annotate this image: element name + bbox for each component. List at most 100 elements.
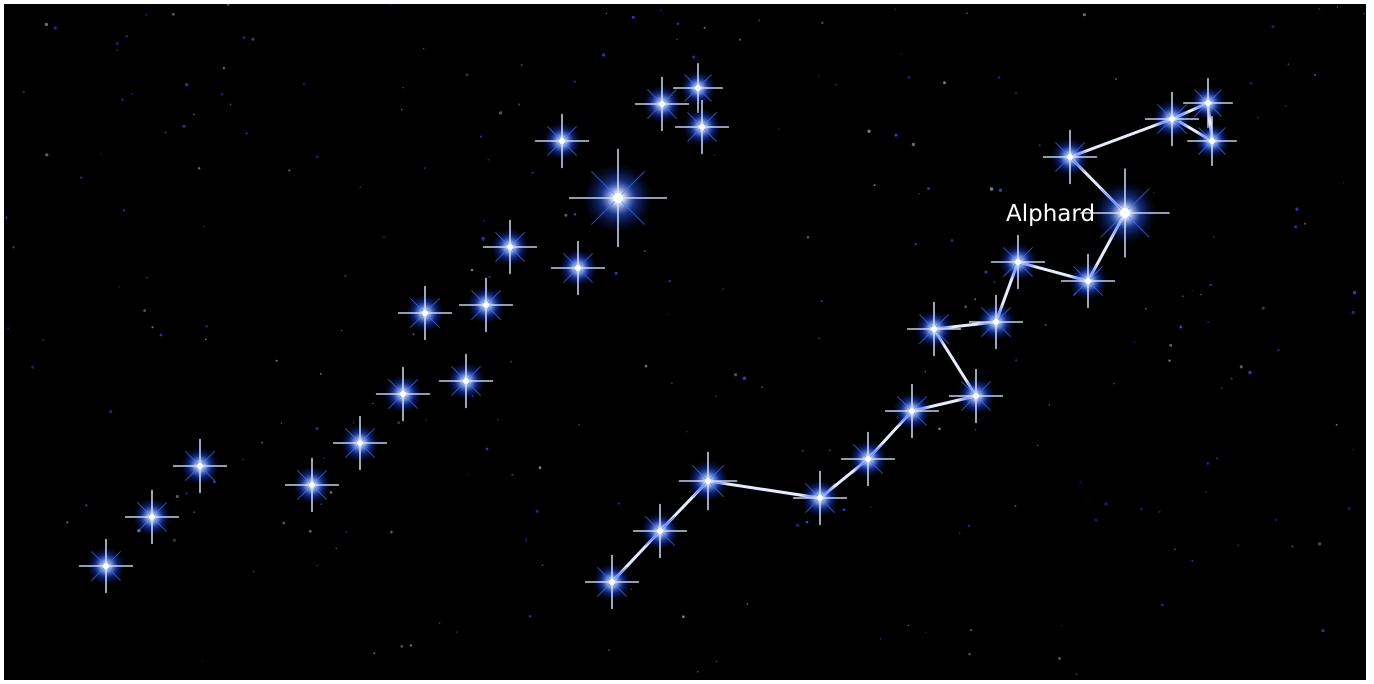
faint-star (118, 286, 119, 287)
faint-star (927, 187, 930, 190)
faint-star (401, 109, 403, 111)
faint-star (482, 240, 483, 241)
faint-star (1352, 311, 1355, 314)
faint-star (1104, 502, 1107, 505)
faint-star (1015, 92, 1017, 94)
faint-star (1140, 508, 1143, 511)
faint-star (669, 280, 671, 282)
faint-star (802, 450, 804, 452)
faint-star (1205, 491, 1206, 492)
faint-star (288, 169, 290, 171)
faint-star (521, 64, 523, 66)
faint-star (676, 38, 678, 40)
faint-star (618, 503, 620, 505)
faint-star (606, 13, 607, 14)
faint-star (1337, 7, 1338, 8)
faint-star (912, 143, 915, 146)
faint-star (518, 104, 520, 106)
faint-star (1321, 629, 1324, 632)
faint-star (499, 111, 502, 114)
faint-star (1168, 360, 1170, 362)
faint-star (6, 217, 8, 219)
faint-star (713, 154, 714, 155)
faint-star (242, 36, 245, 39)
faint-star (821, 22, 824, 25)
faint-star (529, 615, 532, 618)
faint-star (359, 187, 361, 189)
faint-star (54, 26, 57, 29)
faint-star (398, 422, 400, 424)
faint-star (316, 565, 318, 567)
faint-star (131, 94, 132, 95)
faint-star (7, 327, 9, 329)
faint-star (183, 125, 186, 128)
faint-star (66, 521, 68, 523)
faint-star (1295, 208, 1298, 211)
faint-star (1363, 13, 1364, 14)
faint-star (630, 588, 631, 589)
faint-star (758, 19, 760, 21)
faint-star (1153, 192, 1154, 193)
faint-star (173, 539, 176, 542)
faint-star (176, 495, 179, 498)
faint-star (276, 360, 278, 362)
faint-star (796, 524, 799, 527)
faint-star (1174, 549, 1175, 550)
faint-star (970, 629, 972, 631)
starfield-image: Alphard (4, 4, 1366, 680)
faint-star (1318, 8, 1320, 10)
faint-star (221, 93, 224, 96)
faint-star (1182, 295, 1184, 297)
faint-star (23, 91, 25, 93)
faint-star (185, 83, 188, 86)
faint-star (146, 277, 148, 279)
faint-star (1207, 321, 1209, 323)
faint-star (667, 313, 668, 314)
faint-star (160, 334, 163, 337)
faint-star (456, 631, 458, 633)
faint-star (1015, 359, 1017, 361)
faint-star (999, 189, 1002, 192)
faint-star (205, 325, 208, 328)
faint-star (439, 622, 441, 624)
faint-star (172, 13, 175, 16)
faint-star (1210, 284, 1212, 286)
faint-star (242, 459, 244, 461)
faint-star (1294, 225, 1297, 228)
faint-star (413, 333, 415, 335)
faint-star (261, 442, 263, 444)
faint-star (316, 427, 319, 430)
faint-star (1352, 449, 1354, 451)
faint-star (925, 631, 927, 633)
faint-star (251, 38, 254, 41)
faint-star (1139, 126, 1141, 128)
alphard-label: Alphard (1006, 201, 1095, 227)
faint-star (901, 54, 902, 55)
faint-star (1343, 182, 1344, 183)
faint-star (1250, 82, 1253, 85)
faint-star (821, 300, 823, 302)
faint-star (1192, 290, 1193, 291)
faint-star (644, 250, 646, 252)
faint-star (425, 419, 426, 420)
faint-star (1291, 546, 1293, 548)
faint-star (835, 84, 837, 86)
faint-star (608, 649, 610, 651)
faint-star (1049, 404, 1051, 406)
faint-star (31, 366, 34, 369)
faint-star (950, 239, 953, 242)
faint-star (938, 427, 941, 430)
faint-star (894, 134, 897, 137)
faint-star (1275, 519, 1277, 521)
faint-star (964, 305, 967, 308)
faint-star (807, 236, 810, 239)
faint-star (1240, 365, 1243, 368)
faint-star (959, 532, 961, 534)
faint-star (1015, 505, 1017, 507)
faint-star (1271, 25, 1274, 28)
faint-star (739, 38, 741, 40)
faint-star (908, 625, 909, 626)
faint-star (1083, 13, 1086, 16)
faint-star (984, 271, 987, 274)
faint-star (345, 531, 347, 533)
